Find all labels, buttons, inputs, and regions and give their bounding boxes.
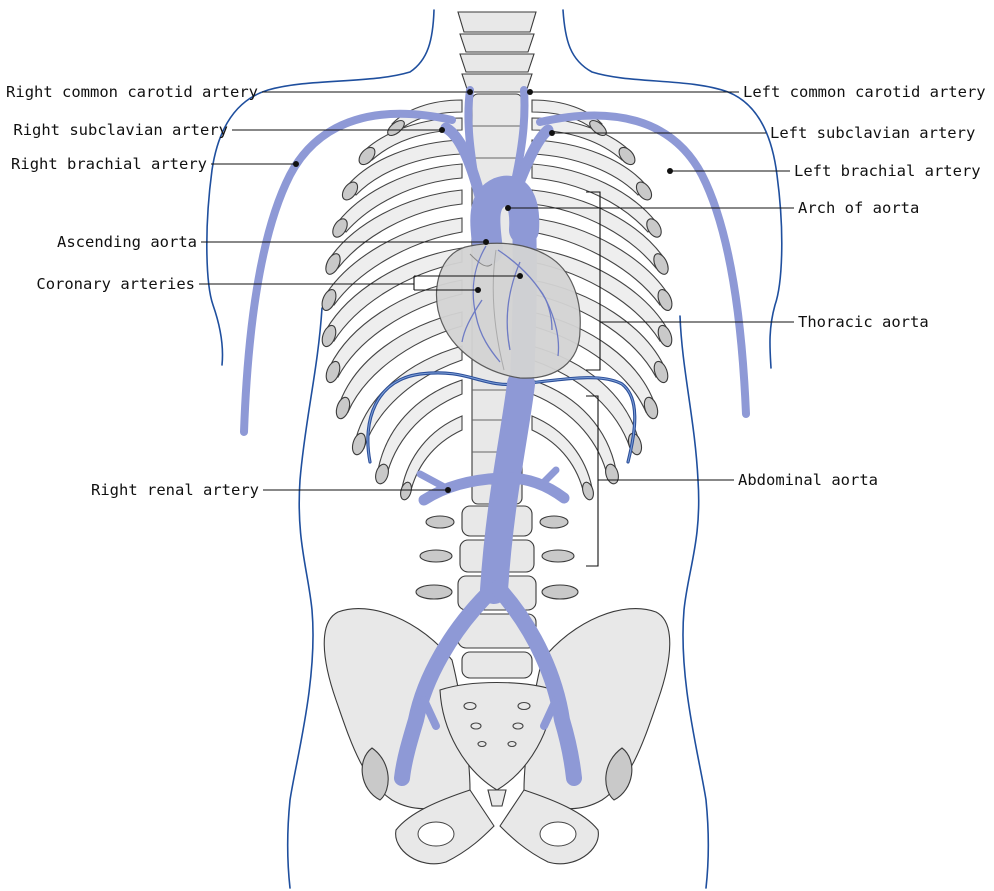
label-right-brachial-artery: Right brachial artery bbox=[11, 155, 207, 173]
label-left-common-carotid-artery: Left common carotid artery bbox=[743, 83, 986, 101]
label-thoracic-aorta: Thoracic aorta bbox=[798, 313, 929, 331]
torso-left-outline bbox=[288, 308, 322, 888]
label-coronary-arteries: Coronary arteries bbox=[36, 275, 195, 293]
label-left-brachial-artery: Left brachial artery bbox=[794, 162, 981, 180]
label-arch-of-aorta: Arch of aorta bbox=[798, 199, 919, 217]
label-right-common-carotid-artery: Right common carotid artery bbox=[6, 83, 258, 101]
label-ascending-aorta: Ascending aorta bbox=[57, 233, 197, 251]
label-abdominal-aorta: Abdominal aorta bbox=[738, 471, 878, 489]
label-left-subclavian-artery: Left subclavian artery bbox=[770, 124, 975, 142]
label-right-subclavian-artery: Right subclavian artery bbox=[13, 121, 228, 139]
torso-right-outline bbox=[680, 316, 708, 888]
label-right-renal-artery: Right renal artery bbox=[91, 481, 259, 499]
